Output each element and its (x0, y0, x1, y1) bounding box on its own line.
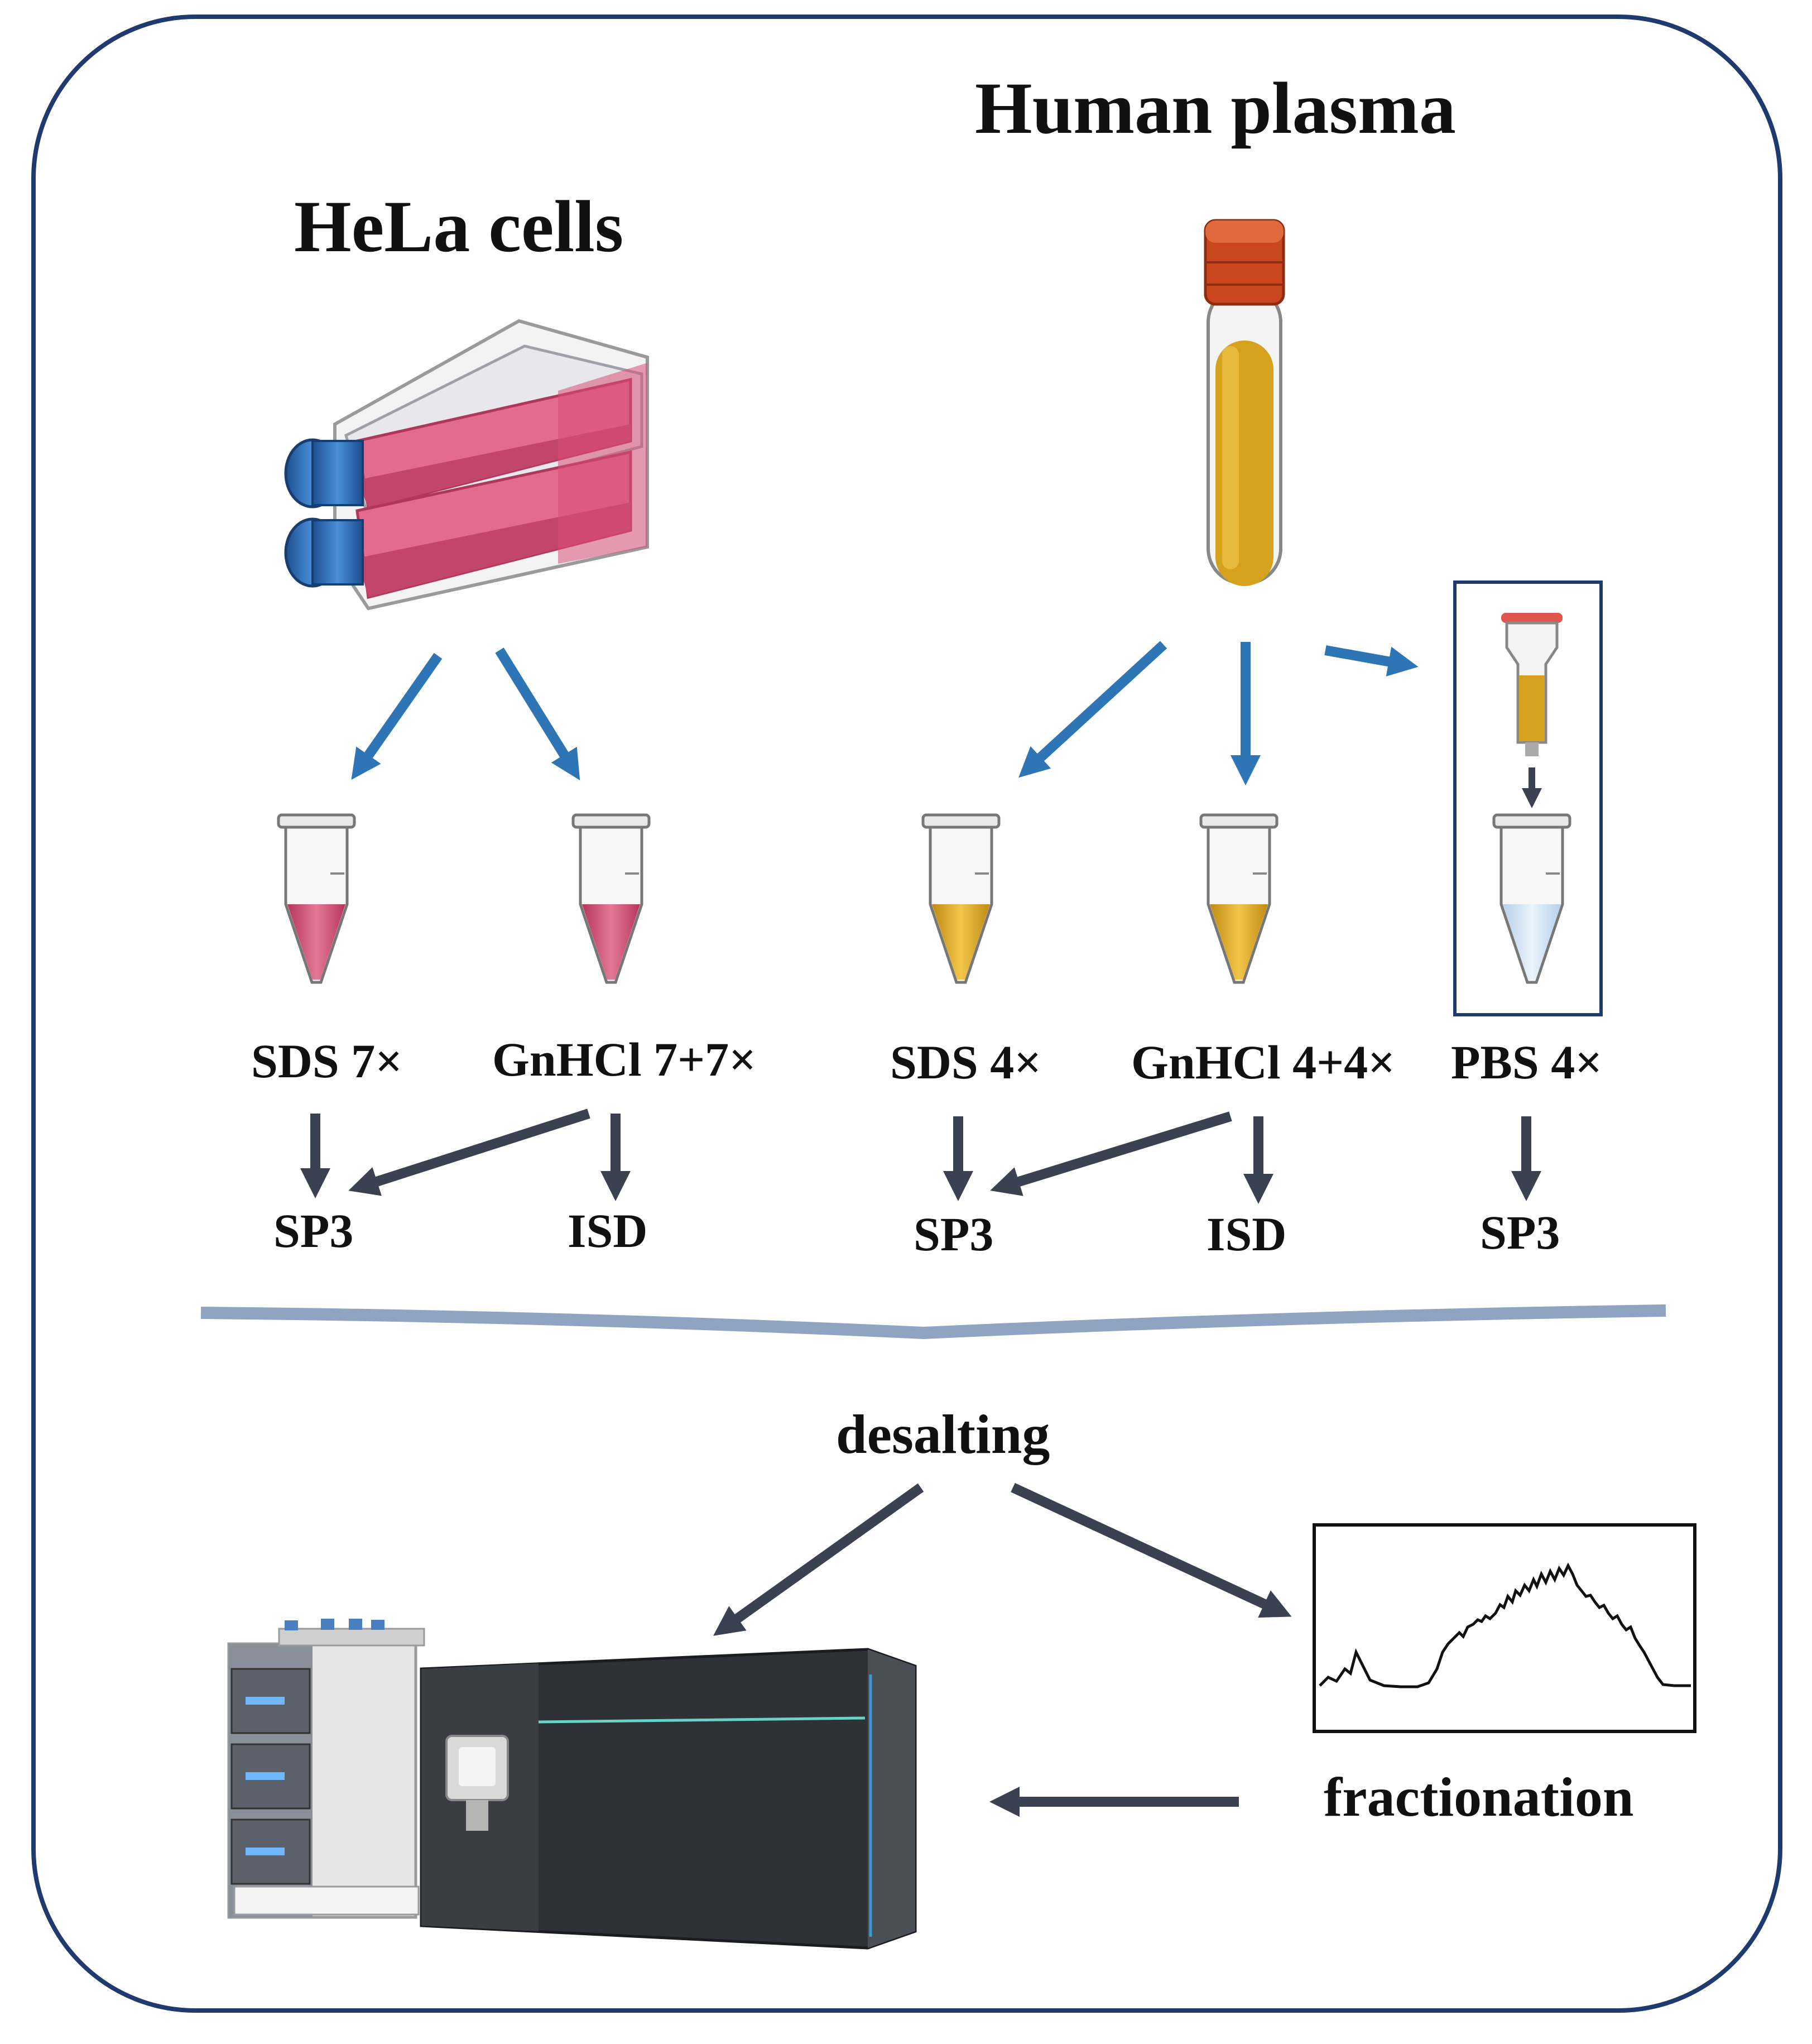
cell-culture-flask-icon (284, 319, 649, 611)
microtube-icon (277, 813, 356, 984)
downstream-arrows (713, 1482, 1292, 1817)
microtube-icon (1492, 813, 1571, 984)
condition-plasma-pbs: PBS 4× (1451, 1035, 1603, 1089)
lc-ms-instrument-icon (227, 1619, 917, 1950)
depletion-box (1453, 580, 1603, 1016)
method-pbs-sp3: SP3 (1480, 1206, 1560, 1259)
method-arrows (300, 1109, 1541, 1204)
method-plasma-sp3: SP3 (914, 1207, 994, 1261)
step-fractionation: fractionation (1324, 1766, 1634, 1828)
arrow-plasma-to-sds (1018, 641, 1167, 778)
step-desalting: desalting (836, 1403, 1050, 1465)
condition-plasma-gnhcl: GnHCl 4+4× (1131, 1035, 1396, 1089)
plasma-title: Human plasma (975, 67, 1456, 149)
depletion-column-icon (1501, 613, 1563, 756)
blood-tube-icon (1204, 219, 1285, 586)
outer-frame (31, 15, 1782, 2013)
method-plasma-isd: ISD (1207, 1207, 1287, 1261)
microtube-icon (1199, 813, 1279, 984)
condition-hela-sds: SDS 7× (251, 1034, 403, 1088)
method-hela-sp3: SP3 (273, 1204, 354, 1258)
arrow-hela-to-gnhcl (495, 647, 580, 780)
method-hela-isd: ISD (568, 1204, 648, 1258)
chromatogram-icon (1313, 1523, 1696, 1733)
condition-hela-gnhcl: GnHCl 7+7× (492, 1033, 757, 1086)
hela-title: HeLa cells (294, 185, 624, 267)
sample-split-arrows (351, 641, 1419, 785)
microtube-icon (571, 813, 651, 984)
section-divider (200, 1304, 1666, 1340)
arrow-plasma-to-pbs (1324, 645, 1419, 676)
arrow-hela-to-sds (351, 652, 443, 780)
microtube-icon (921, 813, 1001, 984)
condition-plasma-sds: SDS 4× (890, 1035, 1042, 1089)
